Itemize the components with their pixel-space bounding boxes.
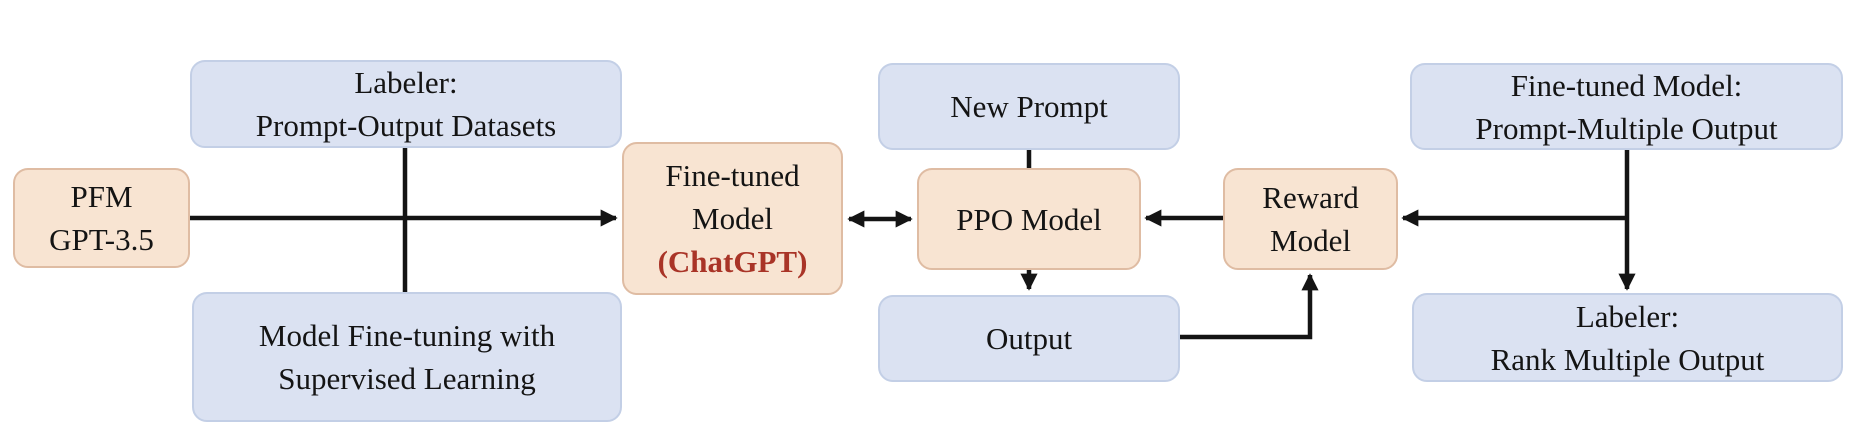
node-labeler-prompt-output-datasets: Labeler: Prompt-Output Datasets (190, 60, 622, 148)
node-supervised-finetuning: Model Fine-tuning with Supervised Learni… (192, 292, 622, 422)
node-reward-model: Reward Model (1223, 168, 1398, 270)
node-label: Model Fine-tuning with (258, 318, 556, 353)
node-label: Output (985, 321, 1073, 356)
node-label: Model (692, 201, 773, 236)
node-new-prompt: New Prompt (878, 63, 1180, 150)
node-label: PFM (70, 179, 133, 214)
node-label: Labeler: (1575, 298, 1680, 334)
node-label: Model (1270, 223, 1351, 258)
node-label: Prompt-Output Datasets (255, 108, 557, 143)
node-finetuned-prompt-multiple-output: Fine-tuned Model: Prompt-Multiple Output (1410, 63, 1843, 150)
node-label: Fine-tuned Model: (1510, 67, 1743, 103)
node-output: Output (878, 295, 1180, 382)
node-label: GPT-3.5 (49, 222, 154, 257)
node-label: New Prompt (950, 89, 1108, 124)
node-label: PPO Model (956, 201, 1102, 237)
node-labeler-rank-multiple-output: Labeler: Rank Multiple Output (1412, 293, 1843, 382)
node-pfm-gpt35: PFM GPT-3.5 (13, 168, 190, 268)
node-label: Labeler: (354, 65, 458, 100)
edge-output-to-reward-elbow (1180, 273, 1319, 340)
node-label: Fine-tuned (665, 158, 800, 193)
node-ppo-model: PPO Model (917, 168, 1141, 270)
node-label: Prompt-Multiple Output (1475, 110, 1778, 146)
node-label: Rank Multiple Output (1490, 341, 1765, 377)
node-finetuned-model-chatgpt: Fine-tuned Model (ChatGPT) (622, 142, 843, 295)
node-label: Supervised Learning (278, 361, 536, 396)
node-label-chatgpt-highlight: (ChatGPT) (657, 244, 808, 279)
node-label: Reward (1262, 180, 1359, 215)
